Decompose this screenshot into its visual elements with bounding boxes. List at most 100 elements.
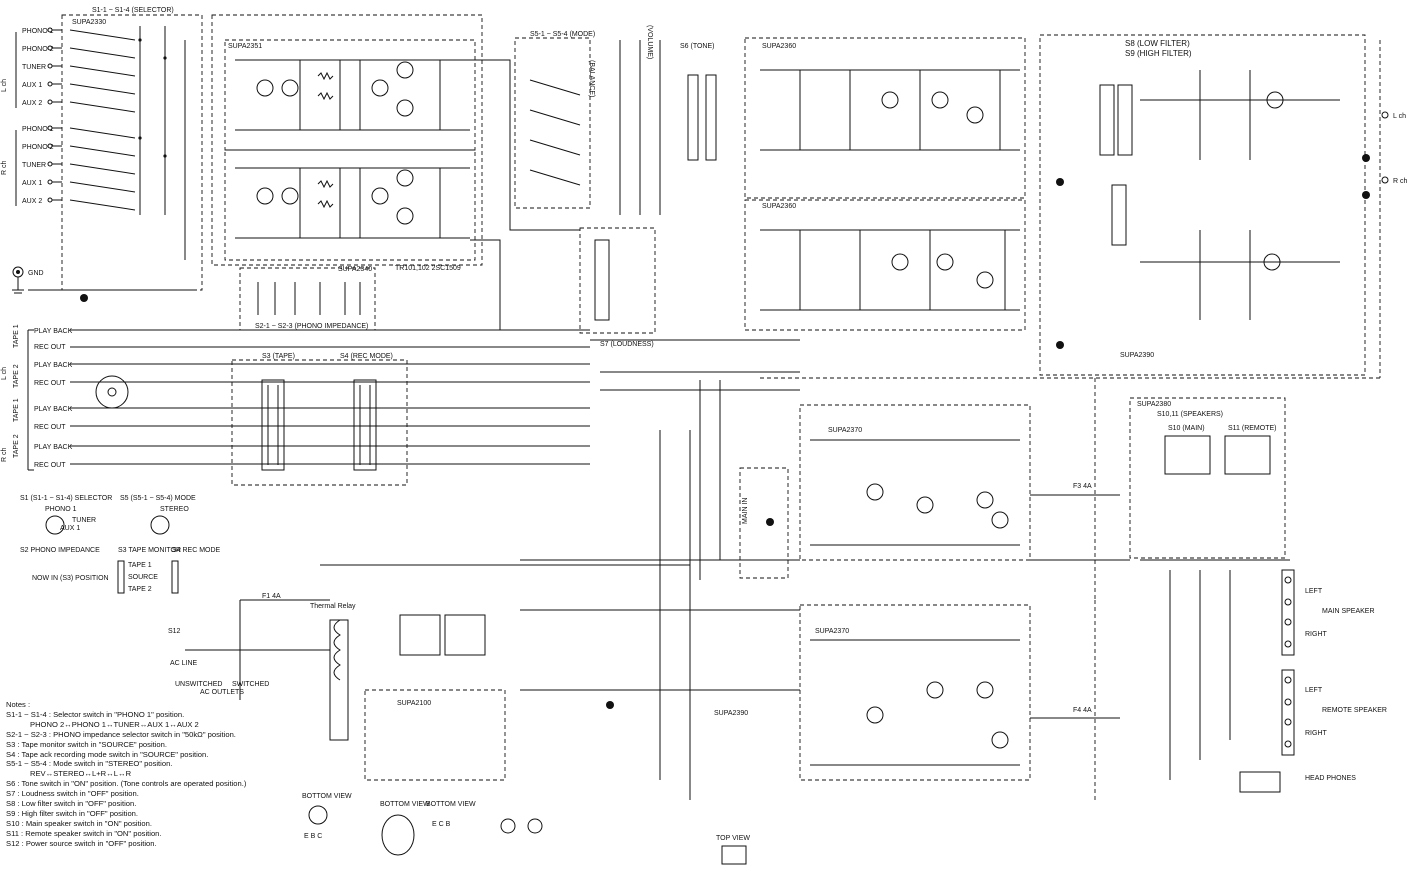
notes-heading: Notes : xyxy=(6,700,31,709)
s4-legend: S4 REC MODE xyxy=(172,547,221,554)
input-l-phono1: PHONO 1 xyxy=(22,28,54,35)
legend-aux1: AUX 1 xyxy=(60,525,80,532)
speakers-title: S10,11 (SPEAKERS) xyxy=(1157,411,1223,418)
speakers-section: SUPA2380 S10,11 (SPEAKERS) S10 (MAIN) S1… xyxy=(1129,397,1387,793)
balance-label: (BALANCE) xyxy=(588,60,595,97)
legend-tape2: TAPE 2 xyxy=(128,586,152,593)
ro-3: REC OUT xyxy=(34,424,66,431)
ps-fuse: F1 4A xyxy=(262,593,281,600)
legend-source: SOURCE xyxy=(128,574,158,581)
main-right: RIGHT xyxy=(1305,631,1328,638)
tape-rch: R ch xyxy=(1,448,8,463)
mode-title: S5-1 ~ S5-4 (MODE) xyxy=(530,31,595,38)
remote-right: RIGHT xyxy=(1305,730,1328,737)
note-line: S9 : High filter switch in "OFF" positio… xyxy=(6,808,138,818)
notes-block: Notes : S1-1 ~ S1-4 : Selector switch in… xyxy=(6,700,306,849)
note-line: S1-1 ~ S1-4 : Selector switch in "PHONO … xyxy=(6,709,185,719)
switched-label: SWITCHED xyxy=(232,681,269,688)
legend-stereo: STEREO xyxy=(160,506,189,513)
remote-speaker-label: REMOTE SPEAKER xyxy=(1322,707,1387,714)
tape1-label-r: TAPE 1 xyxy=(13,398,20,422)
input-r-aux1: AUX 1 xyxy=(22,180,42,187)
selector-board: SUPA2330 xyxy=(72,19,106,26)
ps-board: SUPA2100 xyxy=(397,700,431,707)
selector-title: S1-1 ~ S1-4 (SELECTOR) xyxy=(92,7,174,14)
pa-board-bottom: SUPA2370 xyxy=(815,628,849,635)
rch-label: R ch xyxy=(1,161,8,176)
tape-section: L ch R ch TAPE 1 TAPE 2 TAPE 1 TAPE 2 PL… xyxy=(1,324,590,486)
remote-left: LEFT xyxy=(1305,687,1323,694)
selector-section: S1-1 ~ S1-4 (SELECTOR) SUPA2330 L ch R c… xyxy=(1,7,203,302)
pin-ecb: E C B xyxy=(432,821,451,828)
ro-2: REC OUT xyxy=(34,380,66,387)
bottom-view-3: BOTTOM VIEW xyxy=(426,801,476,808)
input-r-phono1: PHONO 1 xyxy=(22,126,54,133)
pb-1: PLAY BACK xyxy=(34,328,73,335)
note-line: PHONO 2↔PHONO 1↔TUNER↔AUX 1↔AUX 2 xyxy=(30,719,199,729)
outlets-label: AC OUTLETS xyxy=(200,689,244,696)
pb-3: PLAY BACK xyxy=(34,406,73,413)
legend-phono1: PHONO 1 xyxy=(45,506,77,513)
phono-tr-note: TR101,102 2SC1509 xyxy=(395,265,461,272)
filter-section: S8 (LOW FILTER) S9 (HIGH FILTER) SUPA239… xyxy=(1039,34,1408,376)
loudness-title: S7 (LOUDNESS) xyxy=(600,341,654,348)
legend-section: S1 (S1-1 ~ S1-4) SELECTOR S5 (S5-1 ~ S5-… xyxy=(20,495,221,594)
main-in: MAIN IN xyxy=(742,498,749,524)
remote-switch: S11 (REMOTE) xyxy=(1228,425,1277,432)
tone-title: S6 (TONE) xyxy=(680,43,715,50)
s5-legend: S5 (S5-1 ~ S5-4) MODE xyxy=(120,495,196,502)
input-r-tuner: TUNER xyxy=(22,162,46,169)
note-line: REV↔STEREO↔L+R↔L↔R xyxy=(30,769,132,779)
note-line: S3 : Tape monitor switch in "SOURCE" pos… xyxy=(6,739,167,749)
main-left: LEFT xyxy=(1305,588,1323,595)
thermal-relay: Thermal Relay xyxy=(310,603,356,610)
out-lch: L ch xyxy=(1393,113,1406,120)
bottom-view-1: BOTTOM VIEW xyxy=(302,793,352,800)
volume-label: (VOLUME) xyxy=(646,25,653,59)
ac-line: AC LINE xyxy=(170,660,198,667)
out-rch: R ch xyxy=(1393,178,1408,185)
main-switch: S10 (MAIN) xyxy=(1168,425,1205,432)
pa-board-side: SUPA2390 xyxy=(714,710,748,717)
pb-4: PLAY BACK xyxy=(34,444,73,451)
tone-board-bottom: SUPA2360 xyxy=(762,203,796,210)
note-line: S10 : Main speaker switch in "ON" positi… xyxy=(6,818,152,828)
s1-legend: S1 (S1-1 ~ S1-4) SELECTOR xyxy=(20,495,112,502)
top-view: TOP VIEW xyxy=(716,835,750,842)
headphones-label: HEAD PHONES xyxy=(1305,775,1356,782)
main-speaker-label: MAIN SPEAKER xyxy=(1322,608,1375,615)
fuse-f3: F3 4A xyxy=(1073,483,1092,490)
filter-board: SUPA2390 xyxy=(1120,352,1154,359)
speakers-board: SUPA2380 xyxy=(1137,401,1171,408)
lch-label: L ch xyxy=(1,79,8,92)
input-l-aux1: AUX 1 xyxy=(22,82,42,89)
pb-2: PLAY BACK xyxy=(34,362,73,369)
note-line: S2-1 ~ S2-3 : PHONO impedance selector s… xyxy=(6,729,236,739)
low-filter: S8 (LOW FILTER) xyxy=(1125,39,1190,48)
phono-board: SUPA2351 xyxy=(228,43,262,50)
s2-legend: S2 PHONO IMPEDANCE xyxy=(20,547,100,554)
bottom-view-2: BOTTOM VIEW xyxy=(380,801,430,808)
tape2-label-r: TAPE 2 xyxy=(13,434,20,458)
note-line: S12 : Power source switch in "OFF" posit… xyxy=(6,838,157,848)
ro-1: REC OUT xyxy=(34,344,66,351)
fuse-f4: F4 4A xyxy=(1073,707,1092,714)
note-line: S4 : Tape ack recording mode switch in "… xyxy=(6,749,209,759)
phono-amp-section: SUPA2351 TR101,102 2SC1509 SUPA2340 S2-1… xyxy=(211,14,483,331)
interconnect-wiring xyxy=(320,40,1381,800)
note-line: S5-1 ~ S5-4 : Mode switch in "STEREO" po… xyxy=(6,759,173,769)
impedance-board: SUPA2340 xyxy=(338,266,372,273)
note-line: S7 : Loudness switch in "OFF" position. xyxy=(6,789,139,799)
tape-lch: L ch xyxy=(1,367,8,380)
s4-title: S4 (REC MODE) xyxy=(340,353,393,360)
note-line: S11 : Remote speaker switch in "ON" posi… xyxy=(6,828,162,838)
mode-section: S5-1 ~ S5-4 (MODE) (BALANCE) (VOLUME) S7… xyxy=(514,25,661,348)
note-line: S8 : Low filter switch in "OFF" position… xyxy=(6,799,137,809)
legend-tuner: TUNER xyxy=(72,517,96,524)
input-l-phono2: PHONO 2 xyxy=(22,46,54,53)
pinout-section: BOTTOM VIEW E B C BOTTOM VIEW BOTTOM VIE… xyxy=(302,793,750,865)
input-l-aux2: AUX 2 xyxy=(22,100,42,107)
tone-section: S6 (TONE) SUPA2360 SUPA2360 xyxy=(680,37,1026,331)
now-in: NOW IN (S3) POSITION xyxy=(32,575,109,582)
